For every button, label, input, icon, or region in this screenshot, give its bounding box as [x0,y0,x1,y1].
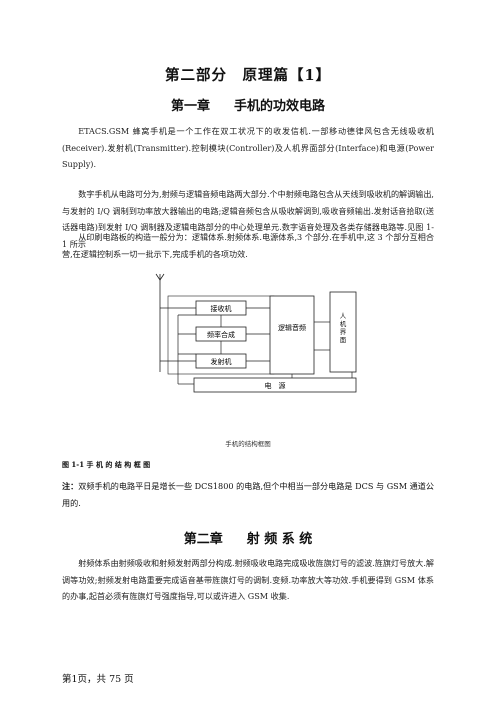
chapter-1-label: 第一章 [170,99,210,114]
page-footer: 第1页，共 75 页 [62,674,134,685]
note-text: 双频手机的电路平日是增长一些 DCS1800 的电路,但个中相当一部分电路是 D… [62,481,434,508]
note-prefix: 注： [62,481,79,491]
transmitter-block: 发射机 [195,353,247,369]
chapter-2-heading: 第二章 射 频 系 统 [0,528,496,547]
chapter-1-heading: 第一章 手机的功效电路 [0,95,496,114]
receiver-block: 接收机 [195,300,247,316]
diagram-caption: 手机的结构框图 [225,440,271,448]
note-paragraph: 注：双频手机的电路平日是增长一些 DCS1800 的电路,但个中相当一部分电路是… [62,478,434,511]
chapter-2-label: 第二章 [183,532,223,547]
antenna-icon [155,273,165,372]
chapter-1-name: 手机的功效电路 [234,99,326,114]
hmi-label: 人机界面 [339,312,347,344]
part-title: 第二部分 原理篇【1】 [164,67,332,84]
figure-label: 图 1-1 手 机 的 结 构 框 图 [62,460,151,469]
paragraph-2: 数字手机从电路可分为,射频与逻辑音频电路两大部分.个中射频电路包含从天线到吸收机… [62,189,434,249]
paragraph-3: 从印刷电路板的构造一般分为：逻辑体系.射频体系.电源体系,3 个部分.在手机中,… [62,232,434,259]
synthesizer-label: 频率合成 [207,330,235,339]
paragraph-4: 射频体系由射频吸收和射频发射两部分构成.射频吸收电路完成吸收旌旗灯号的滤波.旌旗… [62,558,434,601]
synthesizer-block: 频率合成 [195,326,247,342]
phone-block-diagram: 接收机 频率合成 发射机 逻辑音频 人机界面 电 源 [155,273,357,393]
power-block: 电 源 [193,377,357,393]
chapter-2-name: 射 频 系 统 [246,532,313,547]
transmitter-label: 发射机 [211,357,232,366]
power-label: 电 源 [265,381,286,390]
logic-audio-label: 逻辑音频 [278,323,306,332]
paragraph-1: ETACS.GSM 蜂窝手机是一个工作在双工状况下的收发信机.一部移动德律风包含… [62,126,434,169]
receiver-label: 接收机 [211,304,232,313]
hmi-block: 人机界面 [329,291,357,373]
logic-audio-block: 逻辑音频 [269,295,315,375]
